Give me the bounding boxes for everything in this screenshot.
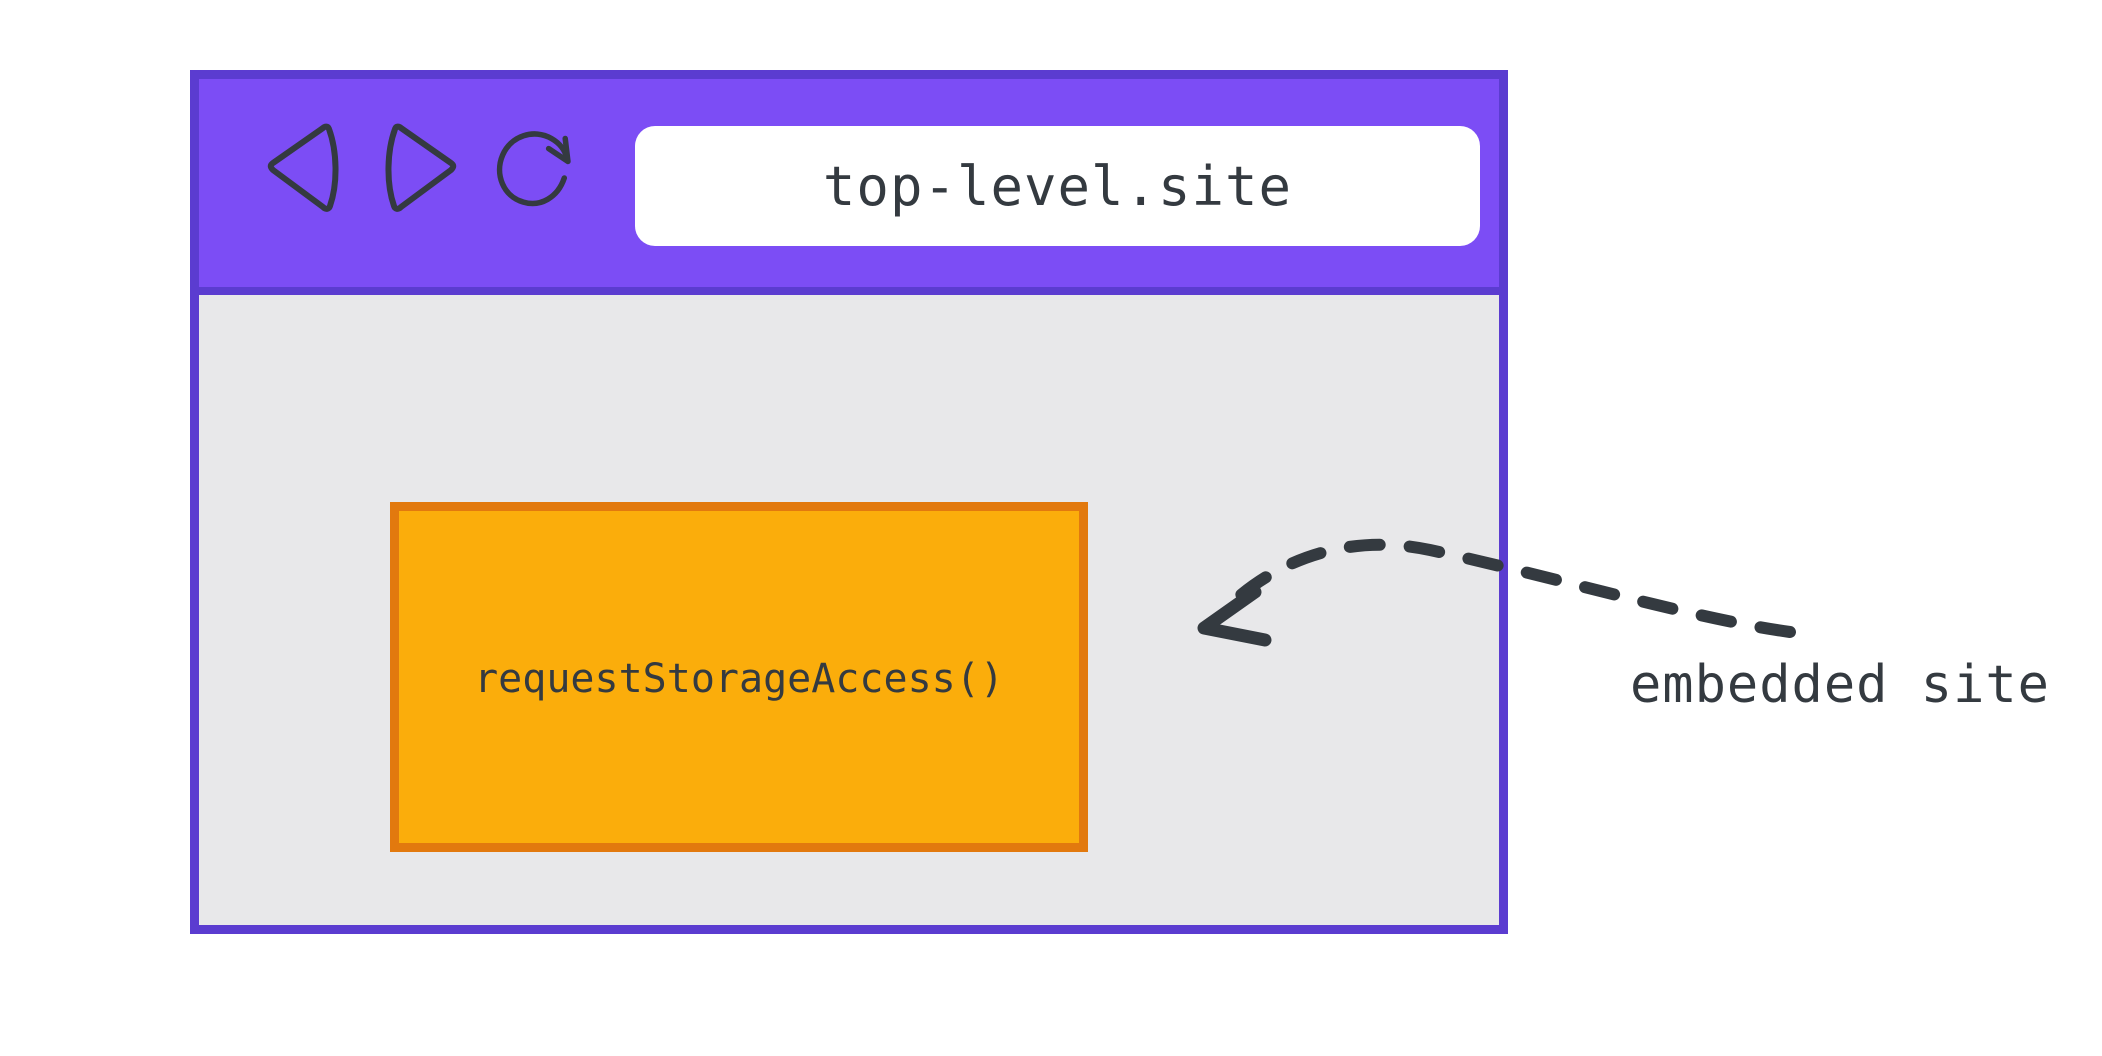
back-arrow-icon — [267, 123, 339, 212]
forward-button[interactable] — [373, 117, 465, 217]
reload-icon — [496, 131, 571, 207]
url-bar[interactable]: top-level.site — [635, 126, 1480, 246]
embedded-iframe-label: requestStorageAccess() — [474, 656, 1004, 702]
navigation-controls — [259, 117, 579, 217]
embedded-site-annotation: embedded site — [1630, 655, 2050, 715]
embedded-iframe[interactable]: requestStorageAccess() — [390, 502, 1088, 852]
back-button[interactable] — [259, 117, 351, 217]
browser-window: top-level.site requestStorageAccess() — [190, 70, 1508, 934]
forward-arrow-icon — [385, 123, 457, 212]
url-input[interactable]: top-level.site — [822, 154, 1293, 218]
browser-toolbar: top-level.site — [199, 79, 1499, 295]
browser-viewport: requestStorageAccess() — [199, 295, 1499, 925]
reload-button[interactable] — [487, 117, 579, 217]
